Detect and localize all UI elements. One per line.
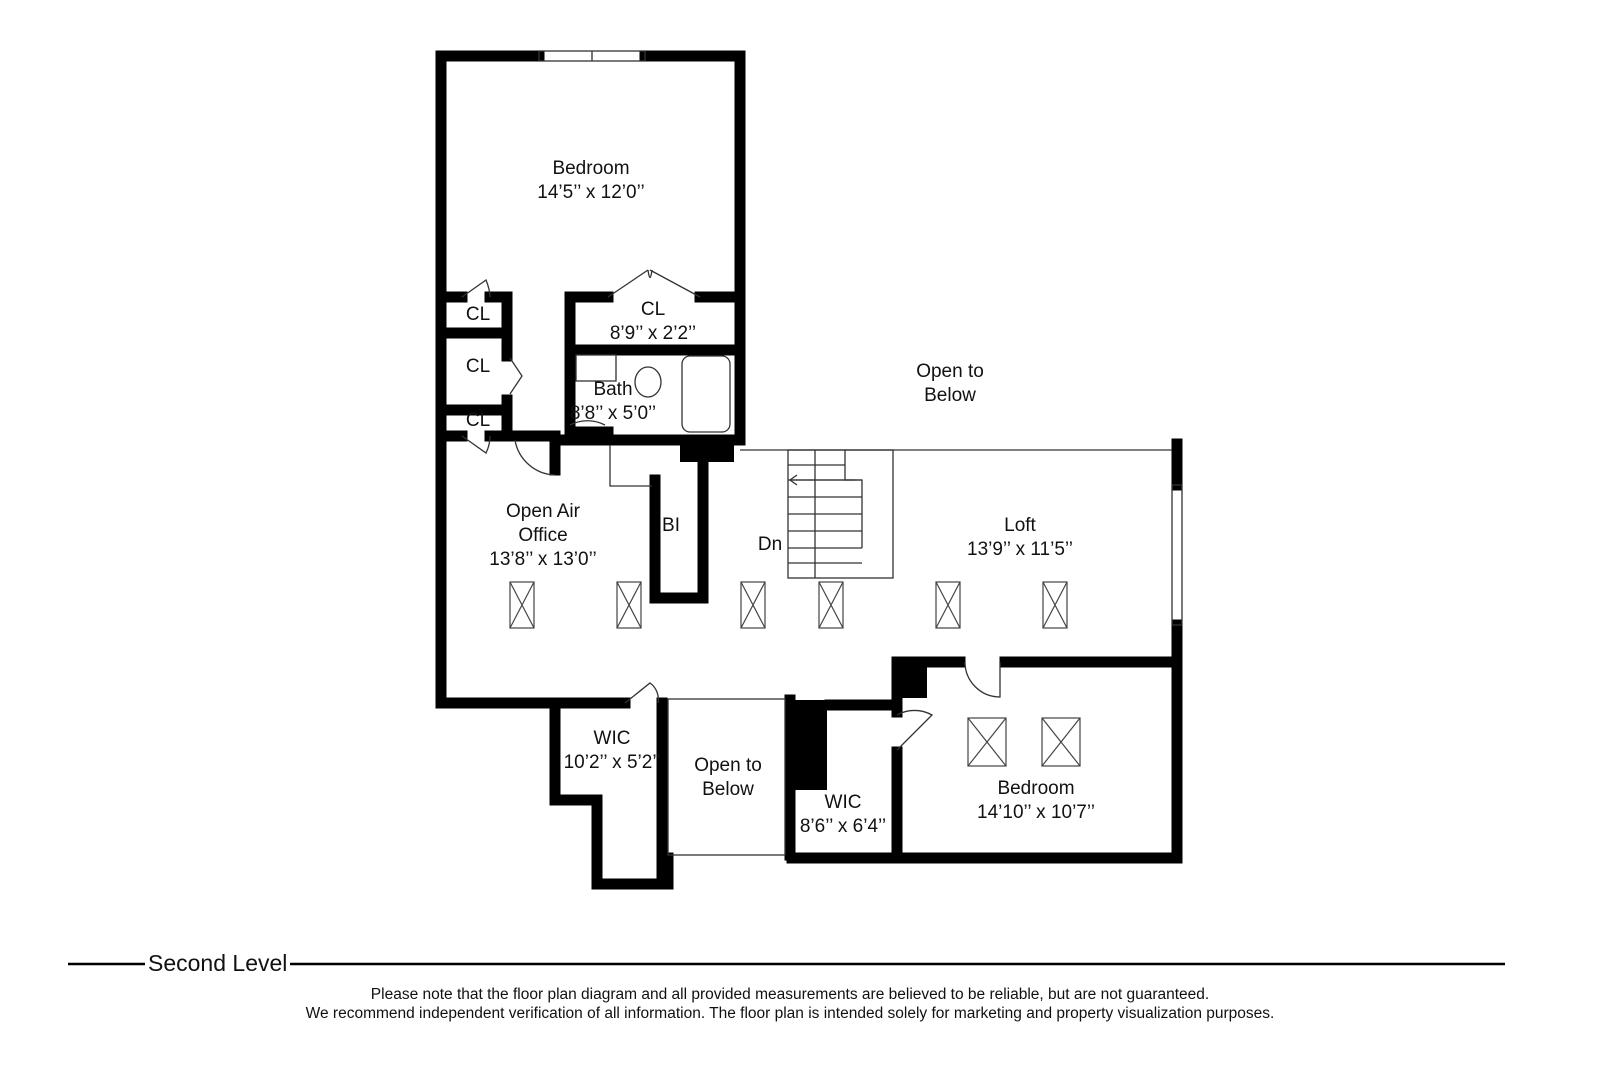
closet-doors [607,269,701,298]
built-in: BI [662,515,680,536]
skylight [967,717,1007,767]
room-closet-1: CL [465,304,491,325]
skylight [740,581,766,629]
column [893,658,927,698]
room-size: 10’2’’ x 5’2’’ [563,752,661,773]
room-bath: Bath 8’8’’ x 5’0’’ [570,378,656,426]
room-size: 8’9’’ x 2’2’’ [609,323,697,344]
skylight [1042,581,1068,629]
skylight [616,581,642,629]
room-name: WIC [593,728,631,749]
room-bedroom-1: Bedroom 14’5’’ x 12’0’’ [537,157,644,205]
room-office: Open Air Office 13’8’’ x 13’0’’ [489,500,596,572]
room-name: Bedroom [997,778,1075,799]
room-name: Bedroom [552,158,630,179]
room-name: Open Air [506,501,580,522]
open-to-below-box [667,698,786,856]
column [790,700,827,790]
outer-wall-bottom [786,619,1183,864]
open-to-below-2: Open to Below [694,754,762,802]
room-size: 8’8’’ x 5’0’’ [569,403,657,424]
room-wic-1: WIC 10’2’’ x 5’2’’ [564,727,661,775]
room-name: Open to [916,361,984,382]
room-size: 13’8’’ x 13’0’’ [489,549,597,570]
room-size: 8’6’’ x 6’4’’ [799,816,887,837]
bi-wall [649,454,709,604]
open-to-below-1: Open to Below [916,360,984,408]
thin-lines [461,50,1183,856]
closet-big-wall [564,291,614,431]
door-swing [514,439,556,476]
room-wic-2: WIC 8’6’’ x 6’4’’ [800,791,886,839]
disclaimer-line-1: Please note that the floor plan diagram … [370,986,1210,1003]
room-loft: Loft 13’9’’ x 11’5’’ [967,514,1073,562]
room-name-2: Below [924,385,976,406]
room-closet-2: CL [465,356,491,377]
window [1171,484,1183,626]
room-name: Loft [1004,515,1036,536]
stairs-down: Dn [757,534,783,555]
room-size: 13’9’’ x 11’5’’ [967,539,1073,560]
door-swing [569,420,606,426]
room-size: 14’5’’ x 12’0’’ [537,182,645,203]
room-name: WIC [824,792,862,813]
room-bedroom-2: Bedroom 14’10’’ x 10’7’’ [977,777,1095,825]
room-name-2: Below [702,779,754,800]
skylight [818,581,844,629]
solid-blocks [680,440,927,790]
door-swing [964,661,1001,698]
toilet [634,366,662,398]
disclaimer-line-2: We recommend independent verification of… [305,1005,1275,1022]
column [680,440,734,462]
skylights [509,581,1081,767]
room-closet-big: CL 8’9’’ x 2’2’’ [610,298,696,346]
room-name: CL [640,299,666,320]
room-name: Bath [593,379,633,400]
outer-wall-top-right [639,50,746,446]
sink [575,354,617,382]
room-name-2: Office [518,525,568,546]
skylight [509,581,535,629]
door-swing [896,709,934,751]
room-closet-3: CL [465,410,491,431]
outer-wall-left [435,50,674,890]
room-name: Open to [694,755,762,776]
skylight [935,581,961,629]
skylight [1041,717,1081,767]
bathtub [681,355,731,433]
room-size: 14’10’’ x 10’7’’ [977,802,1095,823]
level-title: Second Level [145,950,291,977]
door-swing [624,682,659,704]
cl1-wall-r [442,291,513,339]
